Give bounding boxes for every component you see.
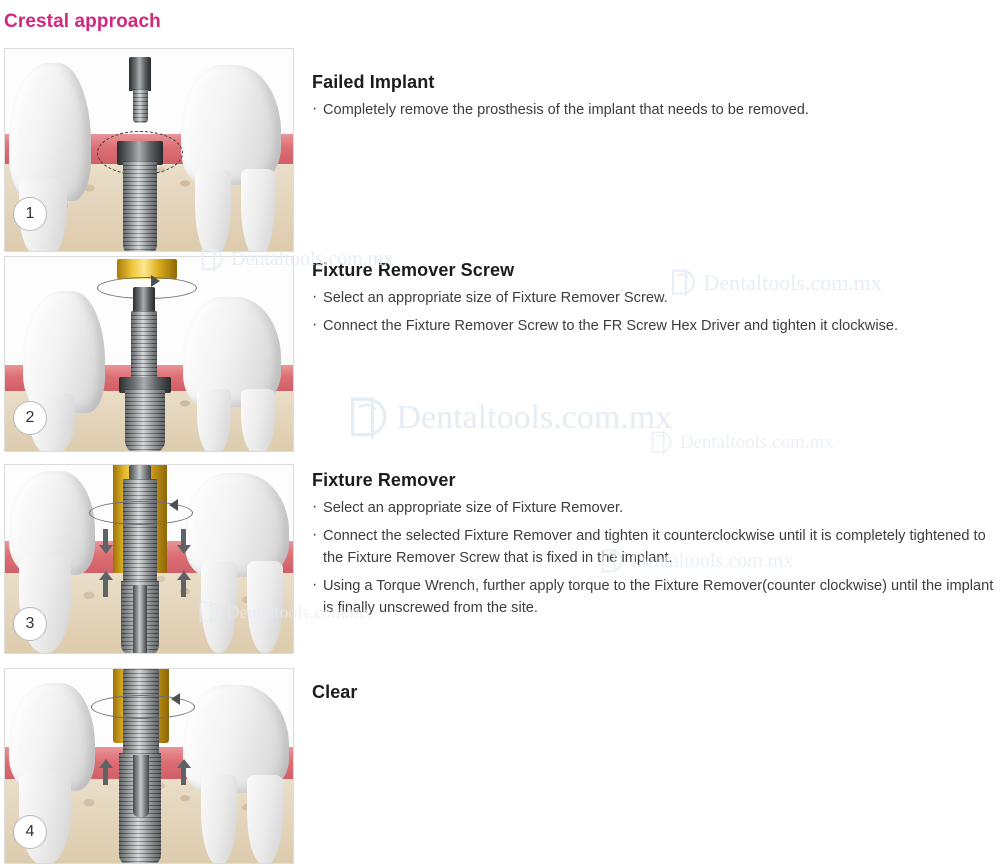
step-number-badge: 1 [13, 197, 47, 231]
rotation-indicator [89, 501, 193, 525]
fixture-remover-screw-illustration [5, 257, 293, 451]
remover-shaft-top [129, 465, 151, 481]
tooth-root-right-b [247, 775, 283, 863]
rotation-arrow-counterclockwise-icon [169, 499, 178, 511]
step-1-heading: Failed Implant [312, 72, 435, 92]
watermark-text: Dentaltools.com.mx [679, 431, 834, 453]
remover-screw-tip [133, 585, 147, 653]
watermark: Dentaltools.com.mx [348, 395, 672, 441]
extraction-arrow-icon [177, 759, 191, 768]
rotation-indicator [91, 695, 195, 719]
extraction-arrow-shaft [103, 579, 108, 597]
watermark: Dentaltools.com.mx [650, 430, 834, 456]
step-3-bullets: Select an appropriate size of Fixture Re… [312, 496, 998, 619]
tooth-root-right-a [201, 775, 237, 863]
tooth-root-right-b [247, 561, 283, 653]
gum-pressure-arrow-icon [177, 545, 191, 554]
extraction-arrow-shaft [181, 767, 186, 785]
adjacent-tooth-right [185, 473, 289, 577]
bullet-item: Select an appropriate size of Fixture Re… [312, 496, 998, 519]
extraction-arrow-shaft [181, 579, 186, 597]
dentaltools-logo-icon [651, 431, 672, 455]
step-2-text: Fixture Remover Screw Select an appropri… [312, 260, 992, 337]
tooth-root-right-b [241, 169, 275, 251]
bullet-item: Using a Torque Wrench, further apply tor… [312, 574, 998, 619]
tooth-root-right-b [241, 389, 275, 451]
clear-illustration [5, 669, 293, 863]
bullet-item: Completely remove the prosthesis of the … [312, 98, 992, 121]
bullet-item: Connect the selected Fixture Remover and… [312, 524, 998, 569]
gum-pressure-arrow-shaft [103, 529, 108, 547]
step-1-figure: 1 [4, 48, 294, 252]
prosthesis-screw [133, 89, 148, 123]
step-3-heading: Fixture Remover [312, 470, 456, 490]
prosthesis-abutment [129, 57, 151, 91]
step-number-badge: 4 [13, 815, 47, 849]
failed-implant-body [125, 389, 165, 451]
fixture-remover-screw [131, 311, 157, 383]
page-title: Crestal approach [4, 11, 161, 32]
step-2-heading: Fixture Remover Screw [312, 260, 515, 280]
step-1-bullets: Completely remove the prosthesis of the … [312, 98, 992, 121]
step-1-text: Failed Implant Completely remove the pro… [312, 72, 992, 121]
extraction-arrow-shaft [103, 767, 108, 785]
adjacent-tooth-right [181, 65, 281, 185]
step-4-heading: Clear [312, 682, 358, 702]
rotation-arrow-clockwise-icon [151, 275, 160, 287]
step-4-text: Clear [312, 682, 992, 707]
screw-head [133, 287, 155, 313]
step-2-bullets: Select an appropriate size of Fixture Re… [312, 286, 992, 337]
gum-pressure-arrow-shaft [181, 529, 186, 547]
rotation-arrow-counterclockwise-icon [171, 693, 180, 705]
fixture-remover-illustration [5, 465, 293, 653]
remover-screw-tip [133, 755, 149, 817]
hex-driver-tool [117, 259, 177, 279]
extraction-arrow-icon [177, 571, 191, 580]
tooth-root-right-a [197, 389, 231, 451]
step-3-text: Fixture Remover Select an appropriate si… [312, 470, 998, 619]
step-number-badge: 2 [13, 401, 47, 435]
remover-screw-shaft [123, 479, 157, 583]
adjacent-tooth-left [9, 63, 91, 201]
watermark-text: Dentaltools.com.mx [396, 398, 673, 436]
bullet-item: Select an appropriate size of Fixture Re… [312, 286, 992, 309]
adjacent-tooth-left [23, 291, 105, 413]
dentaltools-logo-icon [350, 397, 387, 439]
step-4-figure: 4 [4, 668, 294, 864]
bullet-item: Connect the Fixture Remover Screw to the… [312, 314, 992, 337]
failed-implant-illustration [5, 49, 293, 251]
gum-pressure-arrow-icon [99, 545, 113, 554]
extraction-arrow-icon [99, 571, 113, 580]
tooth-root-right-a [195, 169, 231, 251]
step-2-figure: 2 [4, 256, 294, 452]
extraction-arrow-icon [99, 759, 113, 768]
failed-implant-body [123, 161, 157, 251]
step-3-figure: 3 [4, 464, 294, 654]
adjacent-tooth-right [183, 297, 281, 407]
step-number-badge: 3 [13, 607, 47, 641]
